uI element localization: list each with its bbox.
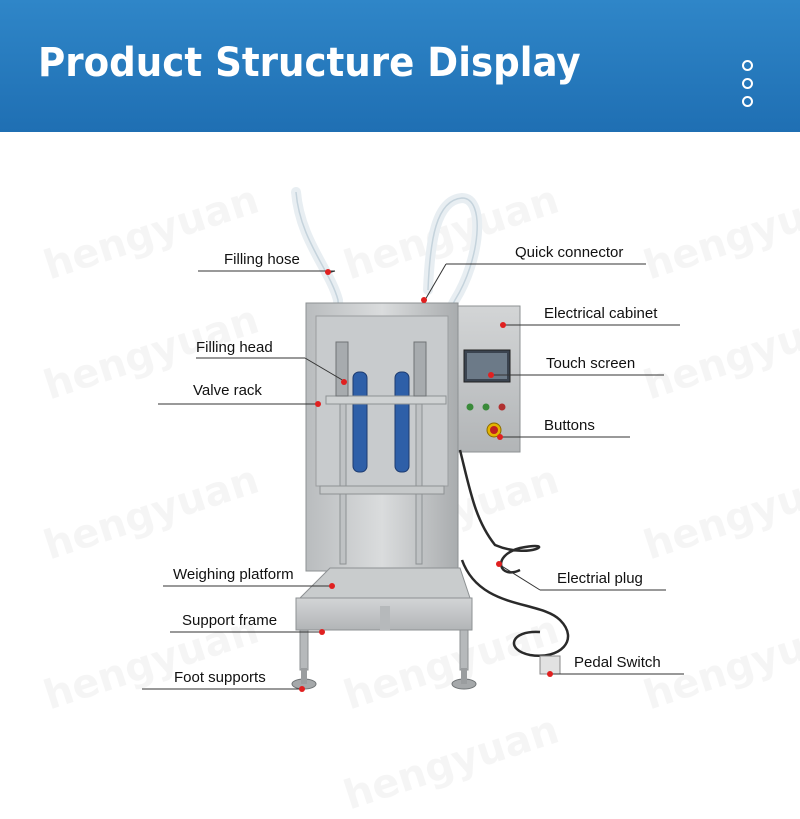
marker-dot [319, 629, 325, 635]
label-electrial-plug: Electrial plug [557, 570, 643, 587]
label-filling-head: Filling head [196, 339, 273, 356]
label-touch-screen: Touch screen [546, 355, 636, 372]
filling-machine-illustration [142, 187, 684, 692]
marker-dot [547, 671, 553, 677]
label-electrical-cabinet: Electrical cabinet [544, 305, 658, 322]
label-foot-supports: Foot supports [174, 669, 266, 686]
label-support-frame: Support frame [182, 612, 278, 629]
electrical-plug-cable [458, 449, 541, 574]
label-pedal-switch: Pedal Switch [574, 654, 661, 671]
leader-lines [142, 263, 684, 690]
valve-rack [325, 395, 447, 405]
marker-dots [299, 269, 553, 692]
filling-head [413, 341, 427, 397]
marker-dot [421, 297, 427, 303]
filling-head [335, 341, 349, 397]
marker-dot [488, 372, 494, 378]
more-menu-icon[interactable] [742, 60, 754, 114]
marker-dot [299, 686, 305, 692]
weighing-platform [298, 567, 471, 599]
label-weighing-platform: Weighing platform [173, 566, 294, 583]
marker-dot [496, 561, 502, 567]
buttons [466, 403, 474, 411]
header-banner: Product Structure Display [0, 0, 800, 132]
label-quick-connector: Quick connector [515, 244, 624, 261]
label-filling-hose: Filling hose [224, 251, 300, 268]
marker-dot [325, 269, 331, 275]
marker-dot [341, 379, 347, 385]
marker-dot [500, 322, 506, 328]
marker-dot [497, 434, 503, 440]
label-buttons: Buttons [544, 417, 595, 434]
label-valve-rack: Valve rack [193, 382, 262, 399]
marker-dot [329, 583, 335, 589]
marker-dot [315, 401, 321, 407]
page-title: Product Structure Display [38, 40, 581, 86]
